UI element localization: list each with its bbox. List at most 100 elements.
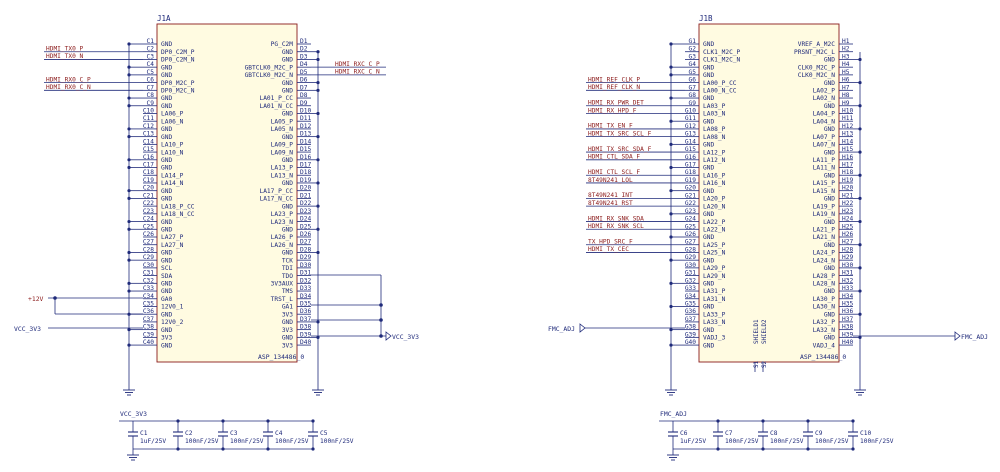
pin-name: LA30_N (813, 304, 836, 311)
pin-name: PRSNT_M2C_L (794, 49, 835, 56)
pin-number: G34 (685, 293, 696, 300)
pin-number: D8 (300, 92, 308, 99)
pin-name: LA07_N (813, 142, 836, 149)
pin-number: H27 (842, 239, 853, 246)
pin-name: LA30_P (813, 296, 836, 303)
net-label: HDMI_RXC_C_P (335, 61, 380, 68)
net-label: 8T49N241_RST (588, 200, 633, 207)
pin-name: GND (282, 157, 293, 164)
pin-name: PG_C2M (271, 41, 294, 48)
pin-number: C34 (143, 293, 154, 300)
j1b-part-label: ASP_134486_0 (800, 353, 846, 361)
pin-name: TCK (282, 257, 293, 264)
pin-number: D21 (300, 192, 311, 199)
pin-number: C37 (143, 316, 154, 323)
pin-number: C20 (143, 185, 154, 192)
net-label: HDMI_RX_SNK_SCL (588, 223, 644, 230)
pin-number: C26 (143, 231, 154, 238)
pin-name: GND (161, 257, 172, 264)
j1b-right-pins: H1VREF_A_M2CH2PRSNT_M2C_LH3GNDH4CLK0_M2C… (794, 38, 862, 349)
net-label: HDMI_REF_CLK_P (588, 76, 640, 83)
net-label: HDMI_TX0_N (46, 53, 84, 60)
pin-number: H37 (842, 316, 853, 323)
pin-number: D2 (300, 46, 308, 53)
pin-number: G5 (689, 69, 697, 76)
pin-row: C37 12V0_2 (143, 316, 184, 326)
pin-number: H10 (842, 107, 853, 114)
pin-number: C30 (143, 262, 154, 269)
pin-name: GND (703, 304, 714, 311)
pin-number: D13 (300, 131, 311, 138)
pin-number: D25 (300, 223, 311, 230)
pin-name: LA20_P (703, 196, 726, 203)
pin-number: G40 (685, 339, 696, 346)
pin-name: GND (703, 95, 714, 102)
pin-name: GND (703, 211, 714, 218)
pin-number: G29 (685, 254, 696, 261)
pin-number: G33 (685, 285, 696, 292)
cap-ref: C10 (860, 430, 871, 437)
pin-number: C16 (143, 154, 154, 161)
pin-number: C27 (143, 239, 154, 246)
pin-name: GND (161, 196, 172, 203)
pin-number: D19 (300, 177, 311, 184)
pin-number: D17 (300, 162, 311, 169)
pin-name: LA00_P_CC (703, 80, 737, 87)
pin-name: LA12_P (703, 149, 726, 156)
pin-number: C32 (143, 277, 154, 284)
pin-name: LA09_P (271, 142, 294, 149)
pin-name: LA13_N (271, 172, 294, 179)
pin-name: LA04_N (813, 118, 836, 125)
pin-name: GND (703, 234, 714, 241)
pin-number: G36 (685, 308, 696, 315)
cap-ref: C7 (725, 430, 733, 437)
pin-number: G27 (685, 239, 696, 246)
pin-number: H23 (842, 208, 853, 215)
pin-number: G4 (689, 61, 697, 68)
j1b-s2-label: S2 (762, 361, 768, 368)
pin-name: LA23_N (271, 219, 294, 226)
net-label: HDMI_RXC_C_N (335, 69, 380, 76)
pin-name: VADJ_4 (813, 342, 836, 349)
cap-value: 100nF/25V (185, 438, 219, 445)
ground-symbol (123, 389, 135, 396)
pin-number: D4 (300, 61, 308, 68)
pin-name: LA28_N (813, 281, 836, 288)
pin-number: C8 (147, 92, 155, 99)
pin-number: G21 (685, 192, 696, 199)
pin-number: C10 (143, 107, 154, 114)
pin-name: 12V0_2 (161, 319, 184, 326)
pin-name: LA14_P (161, 172, 184, 179)
